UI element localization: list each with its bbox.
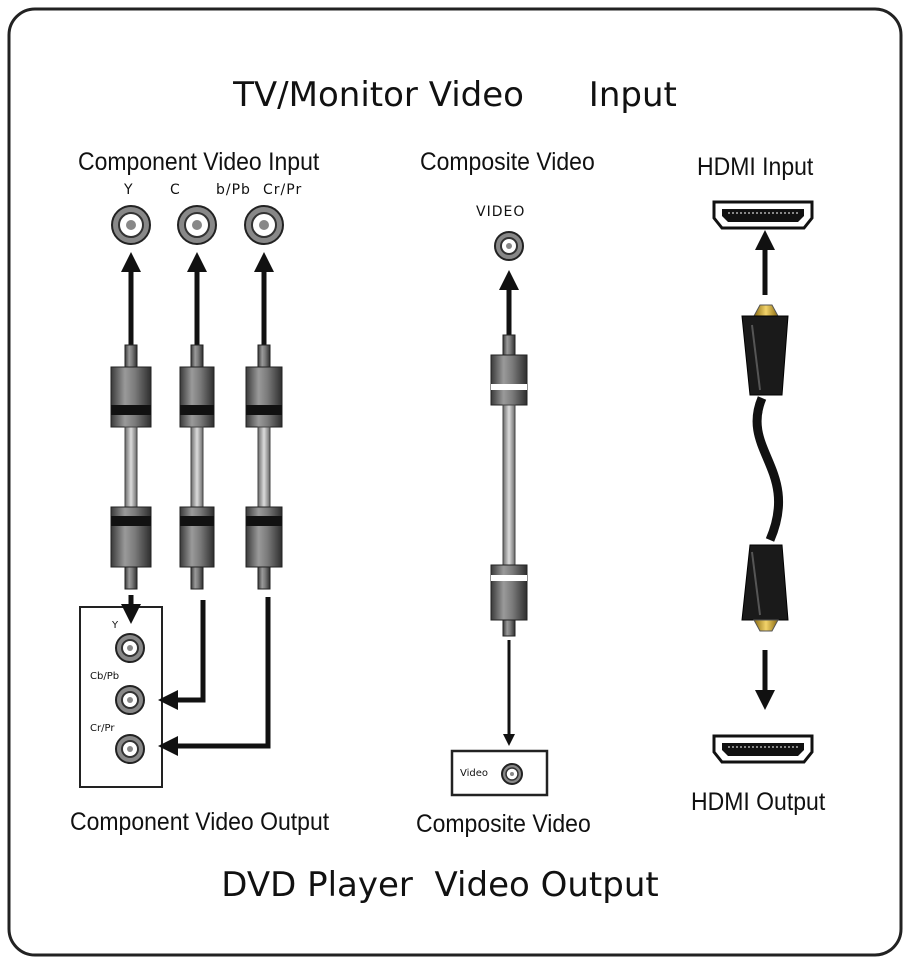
- component-input-title: Component Video Input: [78, 148, 320, 176]
- jack-y-output: [115, 633, 145, 663]
- top-title: TV/Monitor Video Input: [233, 75, 677, 115]
- composite-output-title: Composite Video: [416, 810, 591, 838]
- component-jack-label-y: Y: [124, 182, 134, 198]
- component-output-arrows: [121, 595, 271, 756]
- component-jack-label-pb: b/Pb: [216, 182, 251, 198]
- composite-output-jack-label: Video: [460, 768, 489, 779]
- jack-y-input: [111, 205, 151, 245]
- bottom-title: DVD Player Video Output: [221, 865, 659, 905]
- composite-input-title: Composite Video: [420, 148, 595, 176]
- component-cable-cr: [245, 344, 283, 590]
- component-input-arrows: [121, 252, 274, 345]
- hdmi-output-port: [712, 734, 814, 764]
- composite-input-jack: [494, 231, 524, 261]
- hdmi-input-port: [712, 200, 814, 230]
- jack-c-input: [177, 205, 217, 245]
- hdmi-cable: [741, 304, 789, 632]
- component-output-jacks: [115, 633, 145, 764]
- component-output-label-cr: Cr/Pr: [90, 723, 115, 734]
- component-jack-label-pr: Cr/Pr: [263, 182, 303, 198]
- component-output-label-y: Y: [112, 620, 119, 631]
- component-output-label-cb: Cb/Pb: [90, 671, 120, 682]
- diagram-border: [7, 7, 903, 957]
- composite-input-jack-label: VIDEO: [476, 204, 526, 220]
- component-cable-y: [110, 344, 152, 590]
- jack-cr-output: [115, 734, 145, 764]
- composite-cable: [490, 334, 528, 637]
- composite-output-jack: [501, 763, 523, 785]
- component-input-jacks: [111, 205, 284, 245]
- jack-cb-output: [115, 685, 145, 715]
- component-jack-label-c: C: [170, 182, 181, 198]
- composite-output-panel: [450, 749, 549, 797]
- component-output-title: Component Video Output: [70, 808, 330, 836]
- hdmi-input-title: HDMI Input: [697, 153, 814, 181]
- hdmi-output-title: HDMI Output: [691, 788, 826, 816]
- component-cable-c: [179, 344, 215, 590]
- jack-cr-input: [244, 205, 284, 245]
